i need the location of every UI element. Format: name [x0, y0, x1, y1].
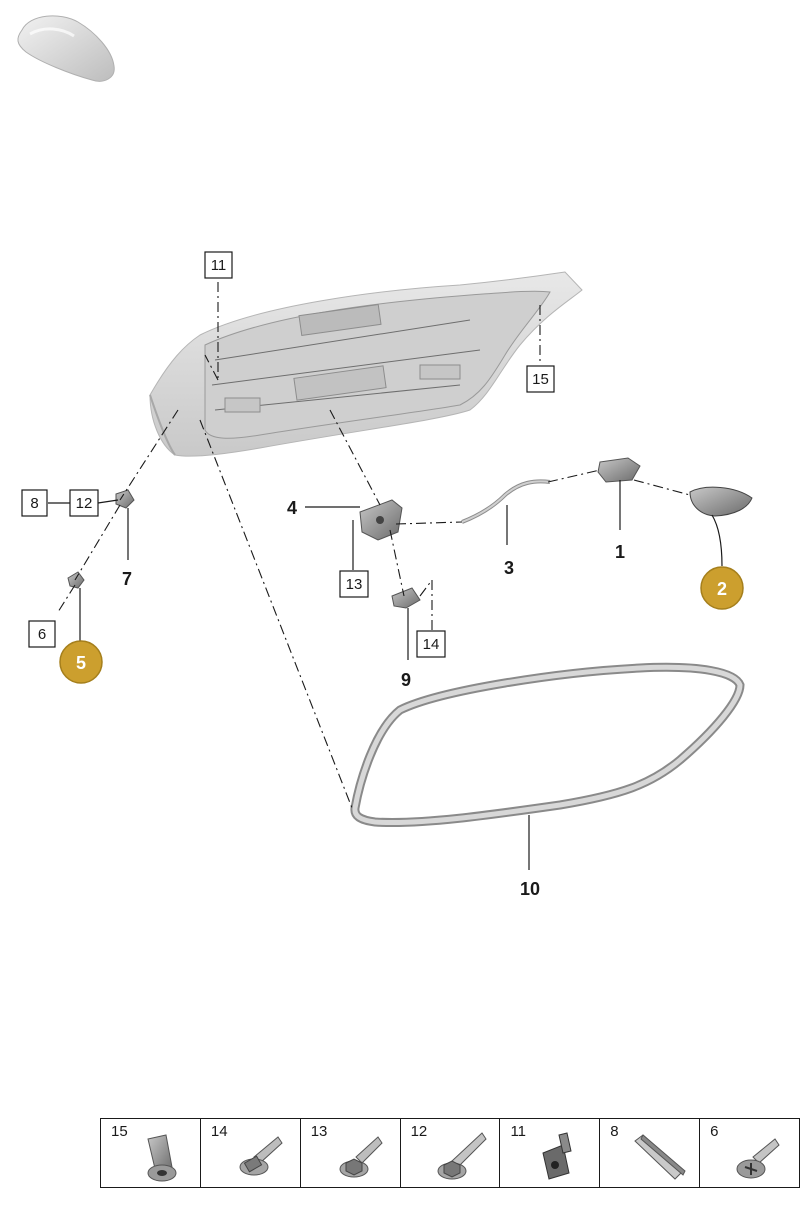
callout-7: 7 — [122, 569, 132, 589]
fastener-legend: 15 14 13 12 11 — [100, 1118, 800, 1188]
actuator-part — [597, 457, 641, 483]
svg-text:15: 15 — [532, 371, 549, 388]
lock-part — [359, 499, 403, 541]
buffer-part — [115, 489, 135, 509]
boxed-callout-15: 15 — [526, 365, 555, 393]
stud-bolt-icon — [437, 1132, 487, 1180]
legend-cell-8[interactable]: 8 — [600, 1119, 701, 1187]
boxed-callout-12: 12 — [69, 489, 99, 517]
pad-icon — [634, 1134, 686, 1180]
highlighted-callout-5[interactable]: 5 — [59, 640, 103, 684]
callout-9: 9 — [401, 670, 411, 690]
handle-part — [689, 486, 753, 517]
boxed-callout-6: 6 — [28, 620, 56, 648]
rear-lid — [149, 271, 583, 457]
legend-cell-6[interactable]: 6 — [700, 1119, 799, 1187]
legend-number: 12 — [410, 1123, 428, 1140]
legend-cell-13[interactable]: 13 — [301, 1119, 401, 1187]
striker-part — [391, 587, 421, 609]
svg-text:11: 11 — [211, 257, 227, 274]
legend-number: 11 — [510, 1123, 527, 1140]
highlighted-callout-2[interactable]: 2 — [700, 566, 744, 610]
legend-number: 14 — [210, 1123, 228, 1140]
svg-text:8: 8 — [30, 495, 38, 512]
svg-text:12: 12 — [76, 495, 93, 512]
leader-lines — [48, 480, 723, 870]
screw-icon — [736, 1138, 780, 1179]
svg-text:6: 6 — [38, 626, 46, 643]
legend-number: 15 — [111, 1123, 128, 1140]
bumpstop-part — [67, 571, 85, 589]
callout-3: 3 — [504, 558, 514, 578]
legend-cell-11[interactable]: 11 — [500, 1119, 601, 1187]
hex-flange-bolt-icon — [339, 1136, 383, 1178]
door-seal — [350, 662, 745, 828]
legend-cell-12[interactable]: 12 — [401, 1119, 501, 1187]
boxed-callout-13: 13 — [339, 570, 369, 598]
flange-bolt-icon — [239, 1136, 283, 1176]
connection-lines — [57, 282, 691, 809]
legend-cell-15[interactable]: 15 — [101, 1119, 201, 1187]
legend-number: 6 — [710, 1123, 719, 1140]
boxed-callout-14: 14 — [416, 630, 446, 658]
legend-cell-14[interactable]: 14 — [201, 1119, 301, 1187]
boxed-callout-8: 8 — [21, 489, 48, 517]
car-silhouette-icon — [17, 15, 115, 82]
callout-4: 4 — [287, 498, 297, 518]
callout-10: 10 — [520, 879, 540, 899]
clip-nut-icon — [542, 1132, 573, 1180]
boxed-callout-11: 11 — [204, 251, 233, 279]
rivet-nut-icon — [147, 1134, 177, 1182]
svg-text:2: 2 — [717, 579, 727, 599]
svg-text:5: 5 — [76, 653, 86, 673]
legend-number: 8 — [610, 1123, 619, 1140]
svg-text:13: 13 — [346, 576, 363, 593]
callout-1: 1 — [615, 542, 625, 562]
legend-number: 13 — [310, 1123, 328, 1140]
svg-text:14: 14 — [423, 636, 440, 653]
